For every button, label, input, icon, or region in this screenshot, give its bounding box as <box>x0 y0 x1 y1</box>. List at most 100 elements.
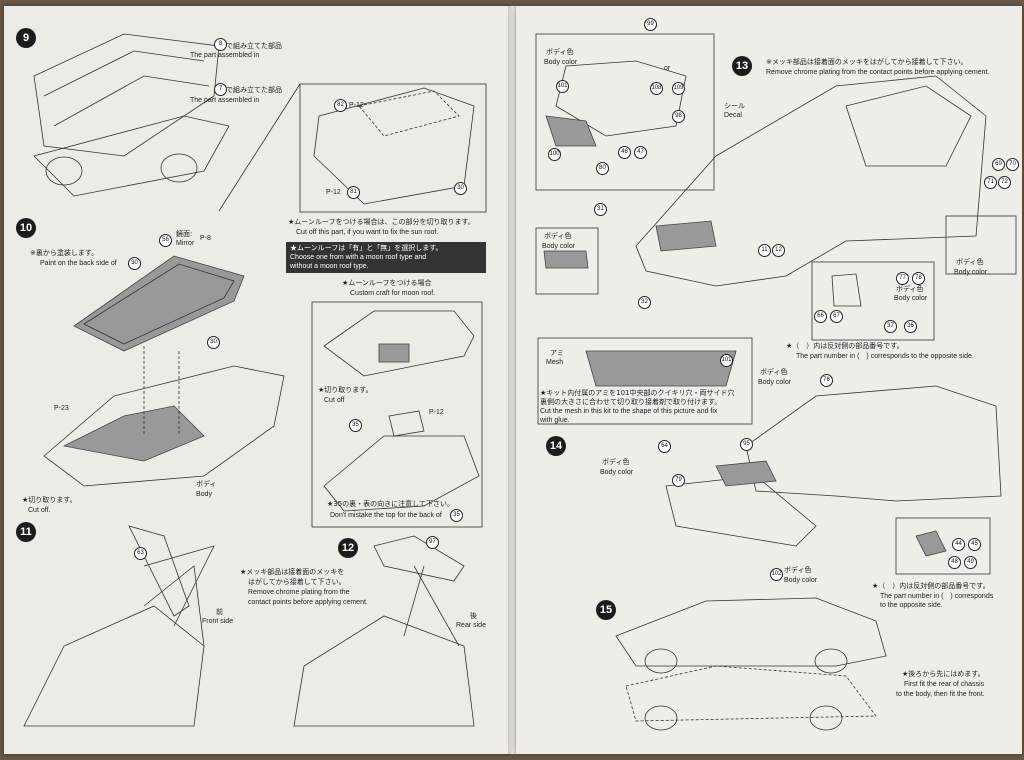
part-82-callout: 82 <box>334 99 347 112</box>
step9-assembled-a-jp: で組み立てた部品 <box>226 42 282 50</box>
left-page: 9 で組み立てた部品 The part assembled in 8 で組み立て… <box>4 6 512 754</box>
chrome-note-en-2: contact points before applying cement. <box>248 599 368 606</box>
fit-note-jp: ★後ろから先にはめます。 <box>902 670 985 678</box>
part-48-callout: 48 <box>948 556 961 569</box>
step-15-badge: 15 <box>596 600 616 620</box>
choose-en-2: without a moon roof type. <box>290 263 369 270</box>
part-11-callout: 11 <box>758 244 771 257</box>
step-9-badge: 9 <box>16 28 36 48</box>
right-page: 99 ボディ色 Body color 101 100 46 47 80 98 1… <box>516 6 1022 754</box>
part-67-callout: 67 <box>830 310 843 323</box>
part-31-callout: 31 <box>594 203 607 216</box>
mesh-note-en-1: Cut the mesh in this kit to the shape of… <box>540 408 718 415</box>
bodycolor-14c-jp: ボディ色 <box>784 566 812 574</box>
step-11-badge: 11 <box>16 522 36 542</box>
front-side-jp: 前 <box>216 608 223 616</box>
bodycolor-14c-en: Body color <box>784 577 818 584</box>
part-32-callout: 32 <box>638 296 651 309</box>
cutoff-jp: ★切り取ります。 <box>318 386 373 394</box>
part-30-callout-b: 30 <box>207 336 220 349</box>
mesh-note-jp-2: 裏側の大きさに合わせて切り取り接着剤で取り付けます。 <box>540 398 722 406</box>
rear-side-en: Rear side <box>456 622 486 629</box>
part-30-callout-a: 30 <box>454 182 467 195</box>
part-63-callout: 63 <box>134 547 147 560</box>
sunroof-note-jp: ★ムーンルーフをつける場合は、この部分を切り取ります。 <box>288 218 475 226</box>
custom-moonroof-jp: ★ムーンルーフをつける場合 <box>342 279 432 287</box>
bodycolor-13-en: Body color <box>544 59 578 66</box>
paint-ref-30: 30 <box>128 257 141 270</box>
part-98-callout: 98 <box>672 110 685 123</box>
cutoff2-en: Cut off. <box>28 507 51 514</box>
part-71-callout: 71 <box>984 176 997 189</box>
bodycolor-14b-en: Body color <box>600 469 634 476</box>
body-pref: P-23 <box>54 405 69 412</box>
step-12-badge: 12 <box>338 538 358 558</box>
part-70-callout: 70 <box>1006 158 1019 171</box>
front-side-en: Front side <box>202 618 234 625</box>
part-44-callout: 44 <box>952 538 965 551</box>
fit-note-en-2: to the body, then fit the front. <box>896 691 985 698</box>
mirror-label-en: Mirror <box>176 240 195 247</box>
part-101-callout: 101 <box>556 80 569 93</box>
or-label: or <box>664 65 671 72</box>
ref-8-badge: 8 <box>214 38 227 51</box>
part-64-callout: 64 <box>658 440 671 453</box>
part-12-callout: 12 <box>772 244 785 257</box>
part-37-callout: 37 <box>884 320 897 333</box>
part-108-callout: 108 <box>650 82 663 95</box>
step-14-badge: 14 <box>546 436 566 456</box>
paint-note-jp: ※裏から塗装します。 <box>30 249 99 257</box>
chrome-13-jp: ※メッキ部品は接着面のメッキをはがしてから接着して下さい。 <box>766 58 968 66</box>
bodycolor-14-en: Body color <box>758 379 792 386</box>
part-81-pref: P-12 <box>326 189 341 196</box>
decal-en: Decal <box>724 112 742 119</box>
mirror-label-jp: 鏡面: <box>176 230 193 238</box>
mistake-note-en: Don't mistake the top for the back of <box>330 512 442 519</box>
chrome-note-jp-1: ★メッキ部品は接着面のメッキを <box>240 568 345 576</box>
ref-7-badge: 7 <box>214 83 227 96</box>
step9-assembled-b-jp: で組み立てた部品 <box>226 86 282 94</box>
part-72-callout: 72 <box>998 176 1011 189</box>
step9-assembled-b-en: The part assembled in <box>190 97 260 104</box>
choose-en-1: Choose one from with a moon roof type an… <box>290 254 427 261</box>
part-97-callout: 97 <box>426 536 439 549</box>
part-76-callout: 76 <box>820 374 833 387</box>
bodycolor-13d-en: Body color <box>894 295 928 302</box>
mesh-label-jp: アミ <box>550 349 564 357</box>
part-95-callout: 95 <box>740 438 753 451</box>
step-13-badge: 13 <box>732 56 752 76</box>
mesh-note-jp-1: ★キット内付属のアミを101中央部のクイキリ穴・両サイド穴 <box>540 389 735 397</box>
part-109-callout: 109 <box>672 82 685 95</box>
part-99-callout: 99 <box>644 18 657 31</box>
part-46-callout: 46 <box>618 146 631 159</box>
custom-moonroof-en: Custom craft for moon roof. <box>350 290 436 297</box>
mesh-part-101: 101 <box>720 354 733 367</box>
part-77-callout: 77 <box>896 272 909 285</box>
part-80-callout: 80 <box>596 162 609 175</box>
part-69-callout: 69 <box>992 158 1005 171</box>
fit-note-en-1: First fit the rear of chassis <box>904 681 985 688</box>
part-66-callout: 66 <box>814 310 827 323</box>
mesh-note-en-2: with glue. <box>540 417 570 424</box>
part-47-callout: 47 <box>634 146 647 159</box>
part-45-callout: 45 <box>968 538 981 551</box>
bodycolor-13-jp: ボディ色 <box>546 48 574 56</box>
part-78-callout: 78 <box>912 272 925 285</box>
mirror-pref: P-8 <box>200 235 211 242</box>
sunroof-note-en: Cut off this part, if you want to fix th… <box>296 229 439 236</box>
decal-jp: シール <box>724 102 745 110</box>
opposite-14-en-2: to the opposite side. <box>880 602 943 609</box>
bodycolor-13d-jp: ボディ色 <box>896 285 924 293</box>
mistake-ref-35: 35 <box>450 509 463 522</box>
left-page-illustrations <box>23 33 487 727</box>
part-82-pref: P-12 <box>349 102 364 109</box>
bodycolor-14b-jp: ボディ色 <box>602 458 630 466</box>
bodycolor-13b-en: Body color <box>542 243 576 250</box>
paint-note-en: Paint on the back side of <box>40 260 117 267</box>
chrome-note-en-1: Remove chrome plating from the <box>248 589 350 596</box>
cutoff-en: Cut off <box>324 397 345 404</box>
chrome-13-en: Remove chrome plating from the contact p… <box>766 69 990 76</box>
moonroof-choice-box: ★ムーンルーフは「有」と「無」を選択します。 Choose one from w… <box>286 242 486 273</box>
bodycolor-13b-jp: ボディ色 <box>544 232 572 240</box>
right-page-illustrations <box>535 33 1017 731</box>
